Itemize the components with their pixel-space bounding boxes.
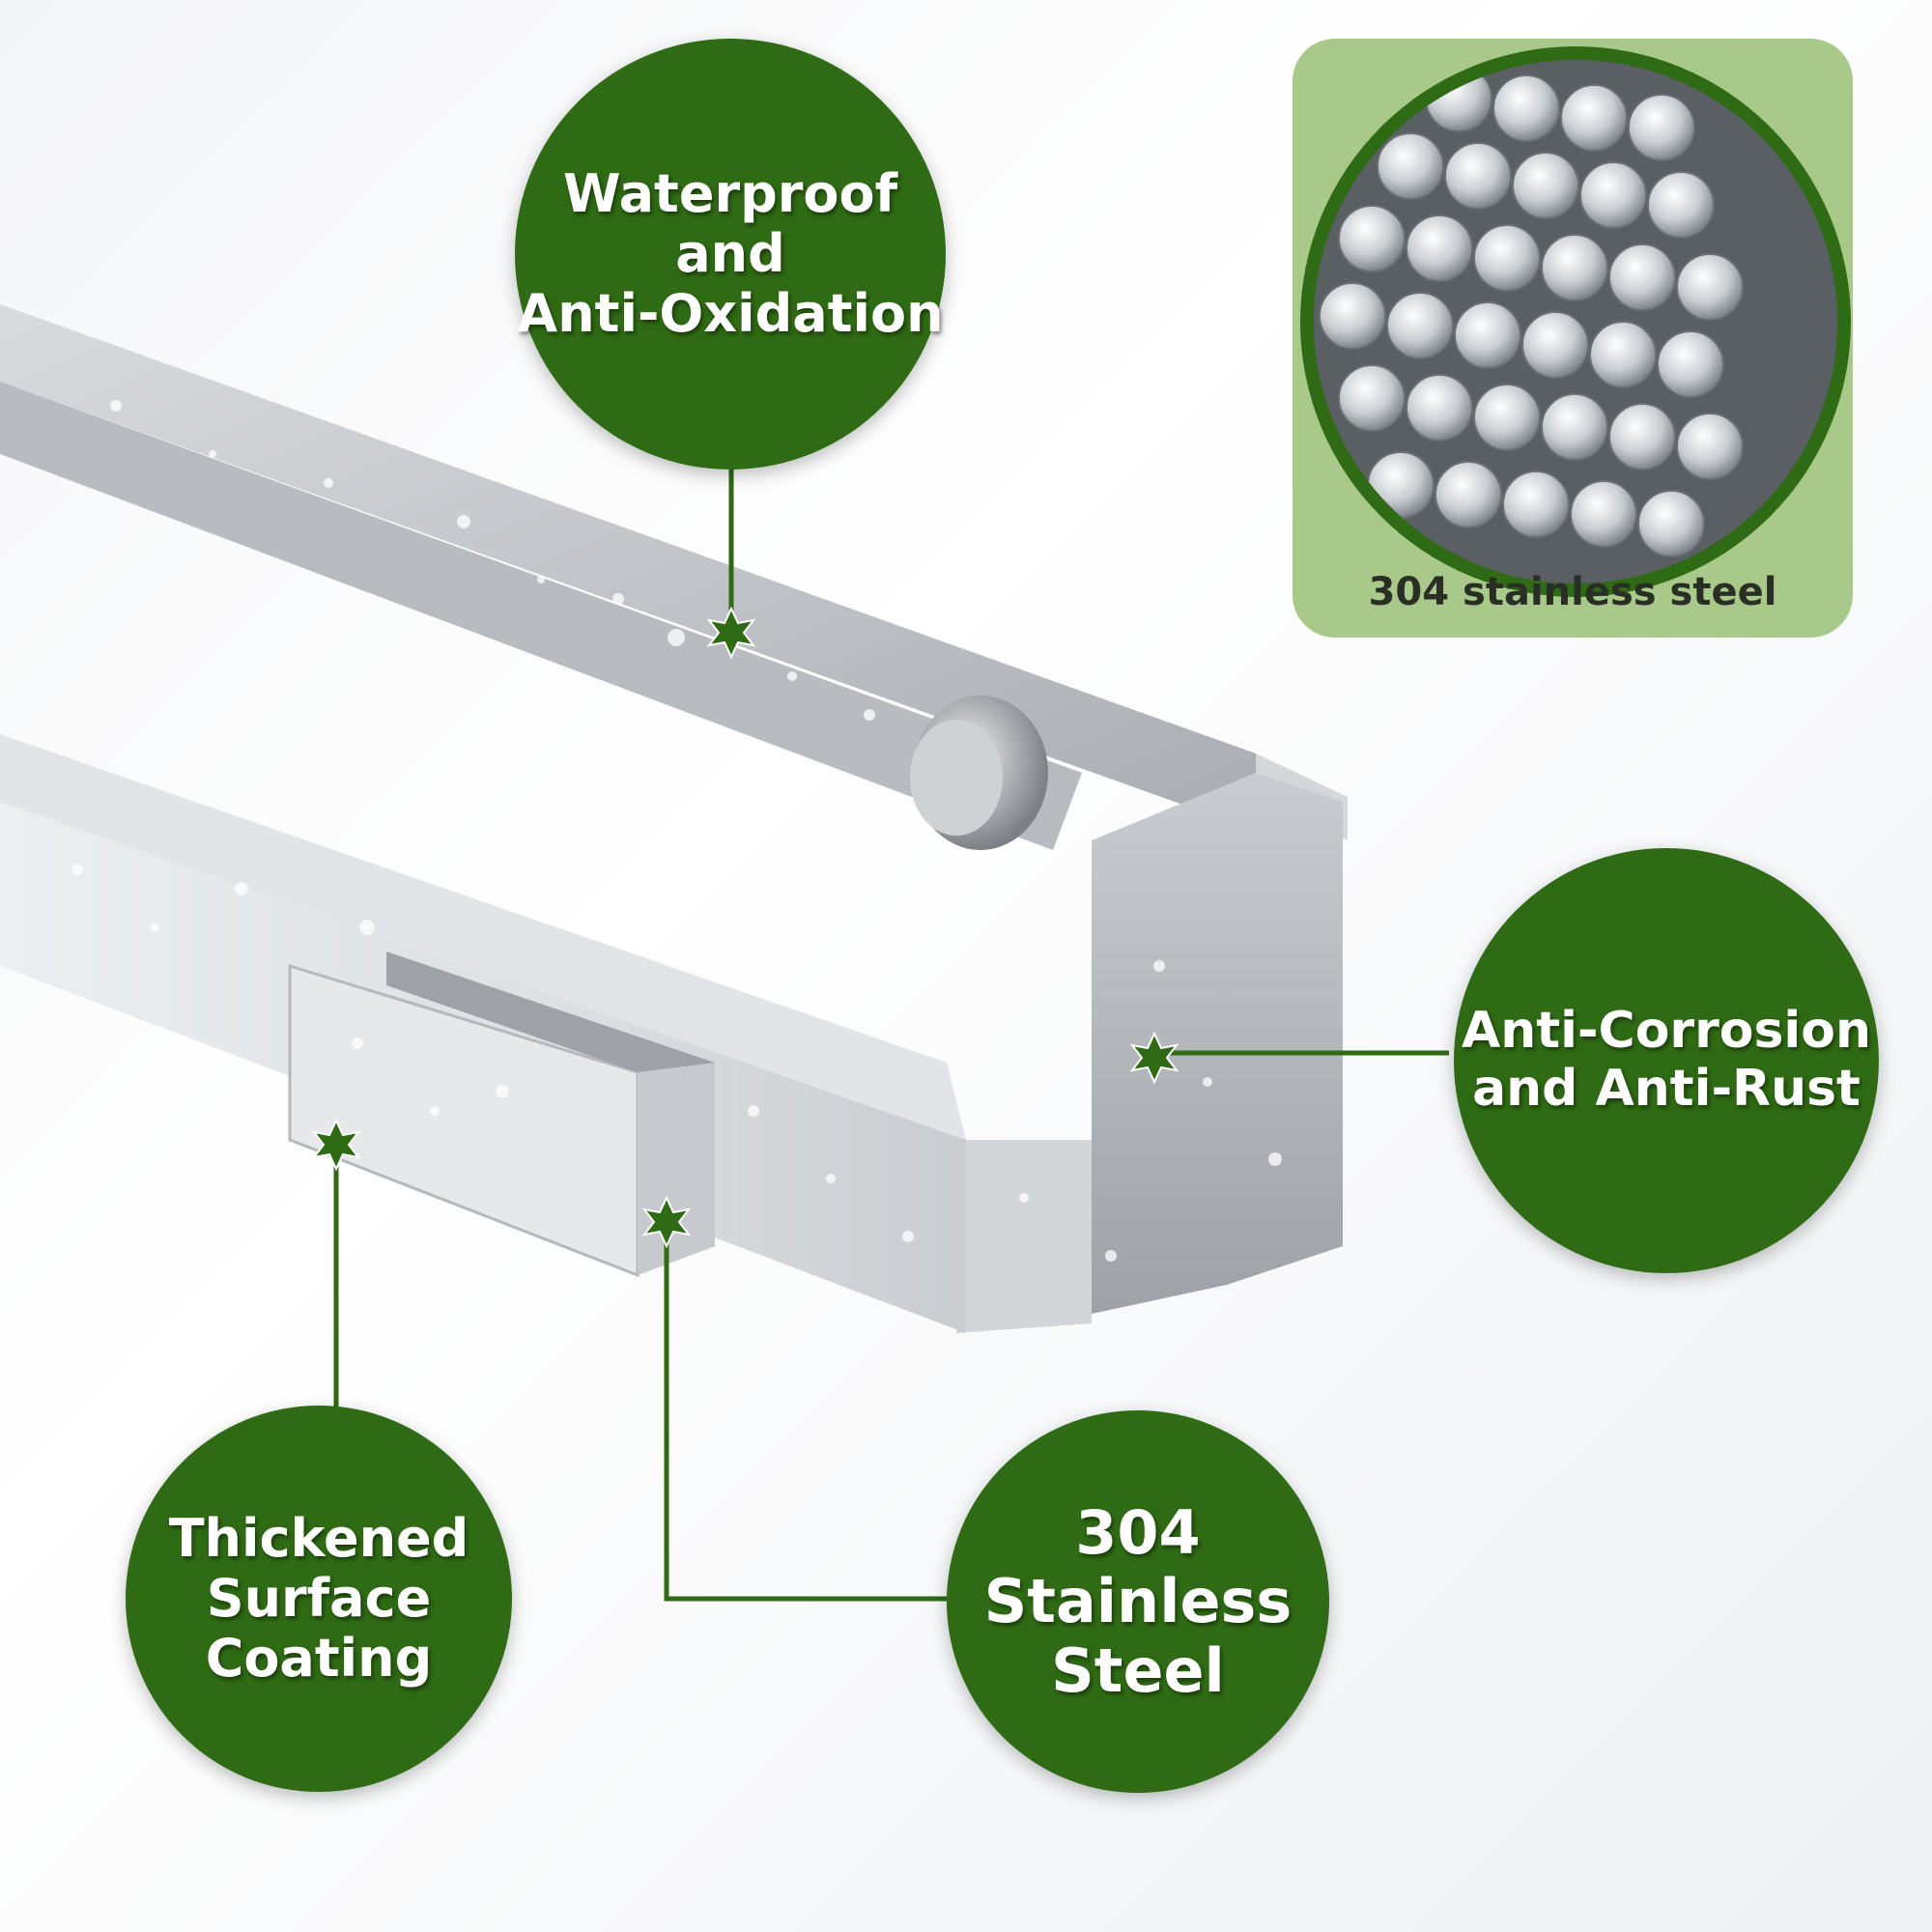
- callout-304-stainless-line-2: Stainless: [983, 1566, 1293, 1637]
- callout-waterproof-line-2: and: [675, 222, 785, 284]
- inset-caption: 304 stainless steel: [1368, 570, 1777, 614]
- steel-rods-image: [1314, 60, 1837, 583]
- callout-304-stainless-line-3: Steel: [1051, 1634, 1225, 1706]
- back-bar: [0, 304, 1256, 831]
- callout-anti-corrosion: Anti-Corrosion and Anti-Rust: [1454, 848, 1879, 1273]
- water-droplets: [71, 400, 1282, 1262]
- front-bar-top: [0, 734, 966, 1140]
- inset-circle: [1300, 46, 1851, 597]
- connector-lines: [333, 444, 1449, 1602]
- callout-waterproof-line-3: Anti-Oxidation: [517, 283, 944, 345]
- callout-thickened-line-3: Coating: [205, 1628, 433, 1690]
- cutaway-layer-inner: [638, 1063, 715, 1275]
- callout-anti-corrosion-line-2: and Anti-Rust: [1472, 1060, 1861, 1118]
- corner-bracket-front: [956, 1140, 1092, 1333]
- back-bar-face: [0, 382, 1082, 850]
- corner-bracket-side: [1092, 773, 1343, 1314]
- callout-waterproof-line-1: Waterproof: [562, 162, 898, 224]
- star-marker-icon: [311, 606, 1179, 1249]
- callout-anti-corrosion-line-1: Anti-Corrosion: [1462, 1002, 1871, 1061]
- wall-mount-knob-face: [910, 720, 1003, 836]
- callout-thickened-line-1: Thickened: [168, 1507, 469, 1569]
- steel-rods-icon: [1314, 60, 1837, 583]
- callout-304-stainless-line-1: 304: [1075, 1497, 1201, 1569]
- callout-304-stainless: 304 Stainless Steel: [947, 1410, 1329, 1793]
- callout-thickened-line-2: Surface: [206, 1567, 432, 1629]
- callout-waterproof: Waterproof and Anti-Oxidation: [515, 39, 946, 469]
- callout-thickened: Thickened Surface Coating: [126, 1406, 512, 1792]
